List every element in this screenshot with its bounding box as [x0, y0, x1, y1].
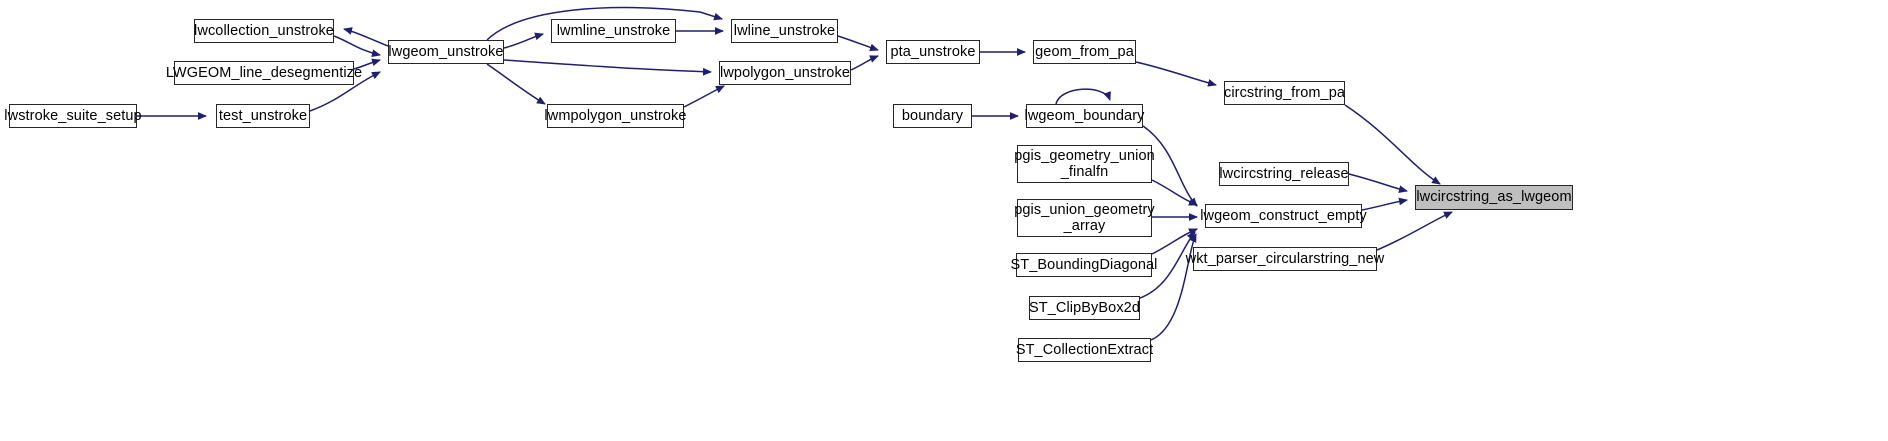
node-lwmpolygon_unstroke[interactable]: lwmpolygon_unstroke — [544, 104, 686, 128]
node-lwcircstring_release[interactable]: lwcircstring_release — [1219, 162, 1349, 186]
node-boundary[interactable]: boundary — [893, 104, 972, 128]
node-lwgeom_boundary[interactable]: lwgeom_boundary — [1025, 104, 1144, 128]
node-lwpolygon_unstroke[interactable]: lwpolygon_unstroke — [719, 61, 851, 85]
edge-circstring_from_pa-lwcircstring_as_lwgeom — [1344, 104, 1441, 185]
edge-lwmpolygon_unstroke-lwpolygon_unstroke — [683, 85, 725, 108]
edge-geom_from_pa-circstring_from_pa — [1135, 61, 1217, 87]
edge-lwgeom_unstroke-lwmline_unstroke — [503, 32, 544, 49]
node-test_unstroke[interactable]: test_unstroke — [216, 104, 310, 128]
node-ST_BoundingDiagonal[interactable]: ST_BoundingDiagonal — [1011, 253, 1157, 277]
edge-lwgeom_unstroke-lwmpolygon_unstroke — [486, 63, 546, 105]
node-lwmline_unstroke[interactable]: lwmline_unstroke — [551, 19, 676, 43]
node-ST_CollectionExtract[interactable]: ST_CollectionExtract — [1016, 338, 1153, 362]
node-lwline_unstroke[interactable]: lwline_unstroke — [731, 19, 838, 43]
node-pta_unstroke[interactable]: pta_unstroke — [886, 40, 980, 64]
node-LWGEOM_line_desegmentize[interactable]: LWGEOM_line_desegmentize — [166, 61, 362, 85]
edge-wkt_parser_circularstring_new-lwcircstring_as_lwgeom — [1376, 211, 1453, 251]
node-pgis_geometry_union_finalfn[interactable]: pgis_geometry_union _finalfn — [1014, 145, 1155, 183]
node-lwgeom_unstroke[interactable]: lwgeom_unstroke — [388, 40, 504, 64]
edge-lwgeom_unstroke-lwpolygon_unstroke — [503, 59, 712, 76]
edge-lwpolygon_unstroke-pta_unstroke — [850, 55, 879, 71]
edge-lwgeom_unstroke-lwcollection_unstroke — [343, 27, 389, 47]
edge-lwgeom_boundary-self — [1055, 88, 1111, 105]
node-lwcollection_unstroke[interactable]: lwcollection_unstroke — [194, 19, 334, 43]
node-lwcircstring_as_lwgeom[interactable]: lwcircstring_as_lwgeom — [1415, 185, 1573, 210]
edge-lwcollection_unstroke-lwgeom_unstroke — [333, 35, 381, 58]
node-pgis_union_geometry_array[interactable]: pgis_union_geometry _array — [1014, 199, 1155, 237]
edge-lwcircstring_release-lwcircstring_as_lwgeom — [1348, 173, 1408, 193]
node-lwstroke_suite_setup[interactable]: lwstroke_suite_setup — [4, 104, 142, 128]
edge-lwgeom_construct_empty-lwcircstring_as_lwgeom — [1361, 197, 1408, 211]
node-lwgeom_construct_empty[interactable]: lwgeom_construct_empty — [1200, 204, 1367, 228]
node-geom_from_pa[interactable]: geom_from_pa — [1033, 40, 1136, 64]
node-circstring_from_pa[interactable]: circstring_from_pa — [1224, 81, 1345, 105]
node-ST_ClipByBox2d[interactable]: ST_ClipByBox2d — [1029, 296, 1140, 320]
edge-pgis_geometry_union_finalfn-lwgeom_construct_empty — [1151, 179, 1198, 206]
edge-lwline_unstroke-pta_unstroke — [837, 35, 879, 52]
node-wkt_parser_circularstring_new[interactable]: wkt_parser_circularstring_new — [1186, 247, 1384, 271]
